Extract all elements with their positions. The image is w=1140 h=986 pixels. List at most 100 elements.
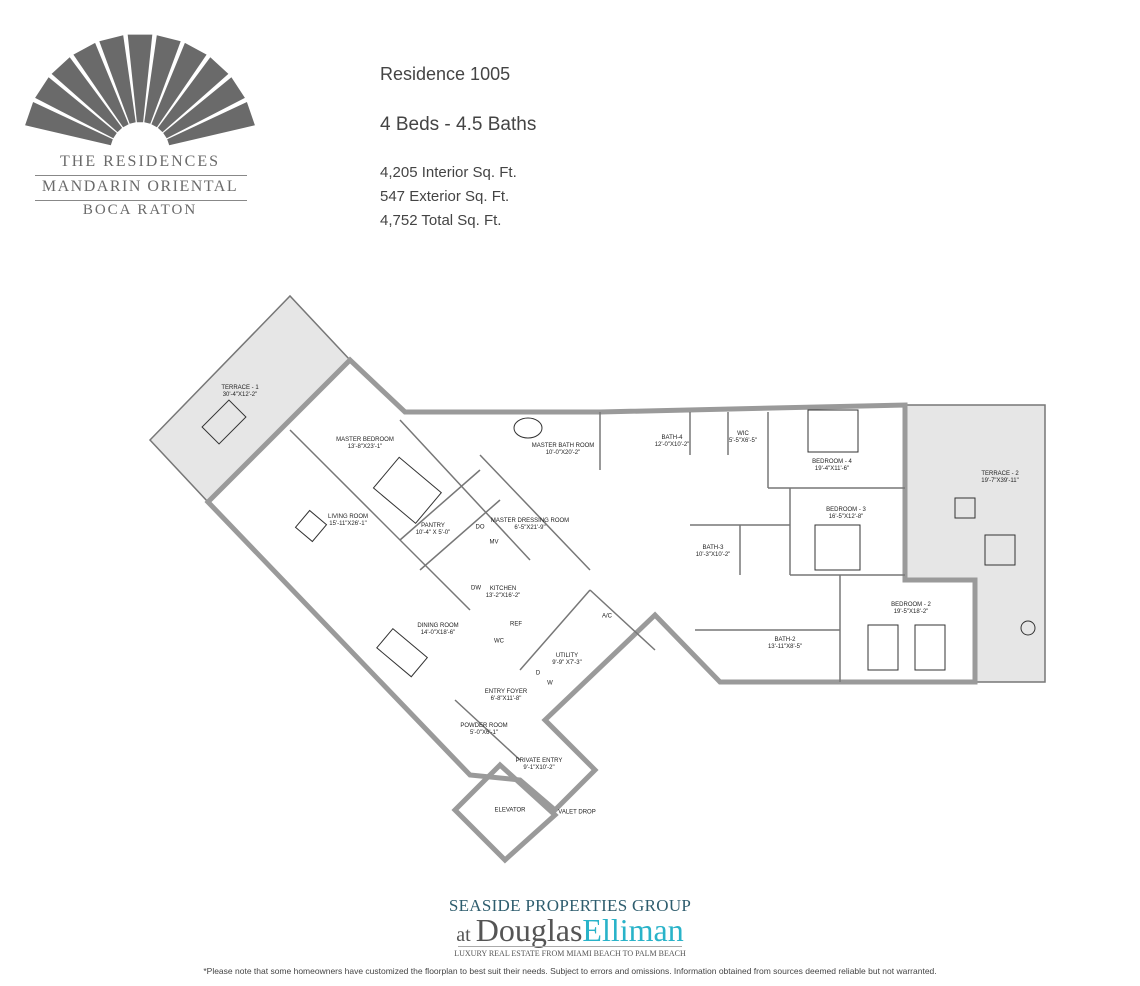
seaside-properties-group: SEASIDE PROPERTIES GROUP (448, 896, 692, 915)
brand-line-2: MANDARIN ORIENTAL (41, 178, 239, 195)
room-name: UTILITY (555, 653, 579, 659)
fan-blade (144, 35, 181, 124)
elevator-shaft (451, 761, 559, 864)
room-name: ENTRY FOYER (484, 689, 528, 695)
room-dimensions: 14'-0"X18'-6" (420, 630, 456, 636)
fan-blade (151, 42, 207, 128)
fixture-dw-label: DW (471, 585, 481, 592)
room-dimensions: 12'-0"X10'-2" (654, 442, 690, 448)
room-name: MASTER DRESSING ROOM (490, 518, 570, 524)
window-box-icon (984, 534, 1016, 566)
room-name: BATH-2 (774, 637, 796, 643)
room-name: BEDROOM - 4 (812, 459, 852, 465)
room-name: TERRACE - 1 (221, 385, 259, 391)
room-name: TERRACE - 2 (981, 471, 1019, 477)
fixture-washer-label: W (547, 680, 553, 687)
beds-baths: 4 Beds - 4.5 Baths (380, 114, 537, 135)
room-dimensions: 5'-0"X6'-1" (470, 730, 498, 736)
bed-icon (914, 624, 946, 671)
room-name: POWDER ROOM (460, 723, 508, 729)
room-label: ELEVATOR (494, 808, 525, 815)
room-dimensions: 10'-4" X 5'-0" (415, 530, 451, 536)
fan-blade (35, 77, 117, 139)
room-name: BEDROOM - 2 (891, 602, 931, 608)
fan-blade (167, 102, 255, 146)
fixture-do-label: DO (475, 524, 485, 531)
mandarin-fan-logo (25, 34, 255, 146)
brand-divider (35, 175, 247, 176)
bed-icon (372, 456, 443, 525)
room-name: A/C (601, 613, 613, 620)
fan-blade (157, 57, 229, 133)
room-dimensions: 5'-5"X6'-5" (729, 438, 757, 444)
total-sqft: 4,752 Total Sq. Ft. (380, 212, 502, 229)
room-dimensions: 9'-9" X7'-3" (552, 660, 582, 666)
room-name: MASTER BATH ROOM (531, 443, 595, 449)
room-dimensions: 19'-5"X18'-2" (893, 609, 929, 615)
room-name: PRIVATE ENTRY (515, 758, 563, 764)
fan-blade (99, 35, 136, 124)
room-dimensions: 15'-11"X26'-1" (329, 521, 367, 527)
chair-icon (1020, 620, 1036, 636)
bed-icon (867, 624, 899, 671)
room-name: ELEVATOR (494, 807, 526, 814)
room-dimensions: 9'-1"X10'-2" (523, 765, 555, 771)
room-dimensions: 13'-11"X8'-5" (767, 644, 803, 650)
room-label: A/C (602, 614, 612, 621)
footer-divider (458, 946, 682, 947)
room-dimensions: 30'-4"X12'-2" (222, 392, 258, 398)
disclaimer: *Please note that some homeowners have c… (203, 966, 937, 976)
bed-icon (807, 409, 859, 453)
bathtub-icon (513, 417, 543, 439)
fan-blade (127, 34, 153, 123)
room-dimensions: 6'-5"X21'-9" (514, 525, 546, 531)
table-icon (954, 497, 976, 519)
room-name: DINING ROOM (417, 623, 459, 629)
room-dimensions: 19'-4"X11'-6" (814, 466, 850, 472)
room-dimensions: 13'-2"X16'-2" (485, 593, 521, 599)
fixture-ref-label: REF (510, 621, 522, 628)
brand-line-1: THE RESIDENCES (60, 153, 220, 170)
logo-douglas: Douglas (475, 912, 583, 948)
footer-tagline: LUXURY REAL ESTATE FROM MIAMI BEACH TO P… (454, 949, 686, 958)
residence-title: Residence 1005 (380, 64, 511, 84)
exterior-sqft: 547 Exterior Sq. Ft. (380, 188, 510, 205)
logo-elliman: Elliman (582, 912, 684, 948)
room-name: LIVING ROOM (327, 514, 369, 520)
brand-divider (35, 200, 247, 201)
fan-blade (163, 77, 245, 139)
room-name: KITCHEN (489, 586, 517, 592)
room-dimensions: 16'-5"X12'-8" (828, 514, 864, 520)
fan-blade (73, 42, 129, 128)
fixture-mv-label: MV (489, 539, 499, 546)
brand-line-3: BOCA RATON (82, 202, 198, 218)
floor-plan (148, 294, 1046, 864)
logo-at: at (456, 924, 476, 946)
coffee-table-icon (294, 509, 328, 543)
fixture-wc-label: WC (494, 638, 504, 645)
interior-sqft: 4,205 Interior Sq. Ft. (380, 164, 517, 181)
dining-table-icon (376, 627, 429, 678)
room-name: WIC (737, 431, 749, 437)
room-dimensions: 6'-8"X11'-8" (490, 696, 522, 702)
fan-blade (25, 102, 113, 146)
room-name: PANTRY (421, 523, 445, 529)
bed-icon (814, 524, 861, 571)
